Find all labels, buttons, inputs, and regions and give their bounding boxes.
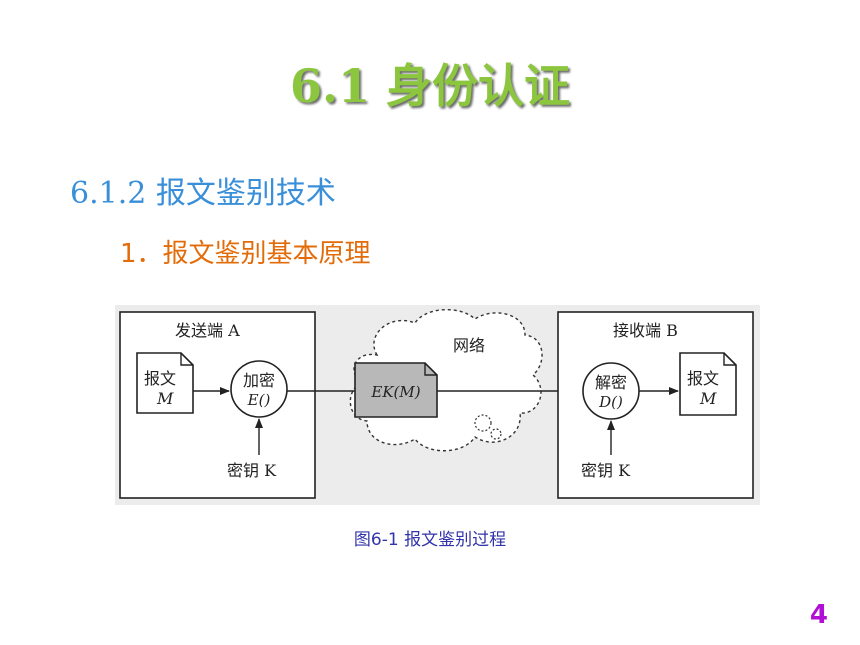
message-src-label: 报文	[144, 369, 176, 388]
network-label: 网络	[453, 336, 485, 355]
message-document-dst-icon	[679, 352, 737, 416]
authentication-diagram: 发送端 A 报文 M 加密 E() 密钥 K 网络 EK(M) 接收端 B	[115, 305, 760, 505]
message-src-symbol: M	[156, 389, 174, 408]
decrypt-function: D()	[598, 393, 623, 411]
slide-title: 6.1 身份认证	[289, 59, 571, 113]
encrypt-label: 加密	[243, 371, 275, 390]
message-dst-label: 报文	[687, 369, 719, 388]
encrypt-function: E()	[247, 391, 271, 409]
receiver-title: 接收端 B	[613, 321, 678, 340]
ciphertext-label: EK(M)	[370, 383, 420, 401]
section-heading: 6.1.2 报文鉴别技术	[70, 176, 336, 211]
sender-title: 发送端 A	[175, 321, 240, 340]
ciphertext-document-icon	[354, 362, 438, 418]
message-document-icon	[136, 352, 194, 414]
page-number: 4	[809, 600, 828, 630]
message-dst-symbol: M	[699, 389, 717, 408]
key-left-label: 密钥 K	[227, 461, 277, 480]
diagram-svg: 发送端 A 报文 M 加密 E() 密钥 K 网络 EK(M) 接收端 B	[119, 308, 754, 499]
encrypt-node	[230, 360, 288, 418]
subsection-heading: 1．报文鉴别基本原理	[120, 239, 371, 269]
key-right-label: 密钥 K	[581, 461, 631, 480]
decrypt-label: 解密	[595, 373, 627, 392]
figure-caption: 图6-1 报文鉴别过程	[353, 530, 507, 550]
